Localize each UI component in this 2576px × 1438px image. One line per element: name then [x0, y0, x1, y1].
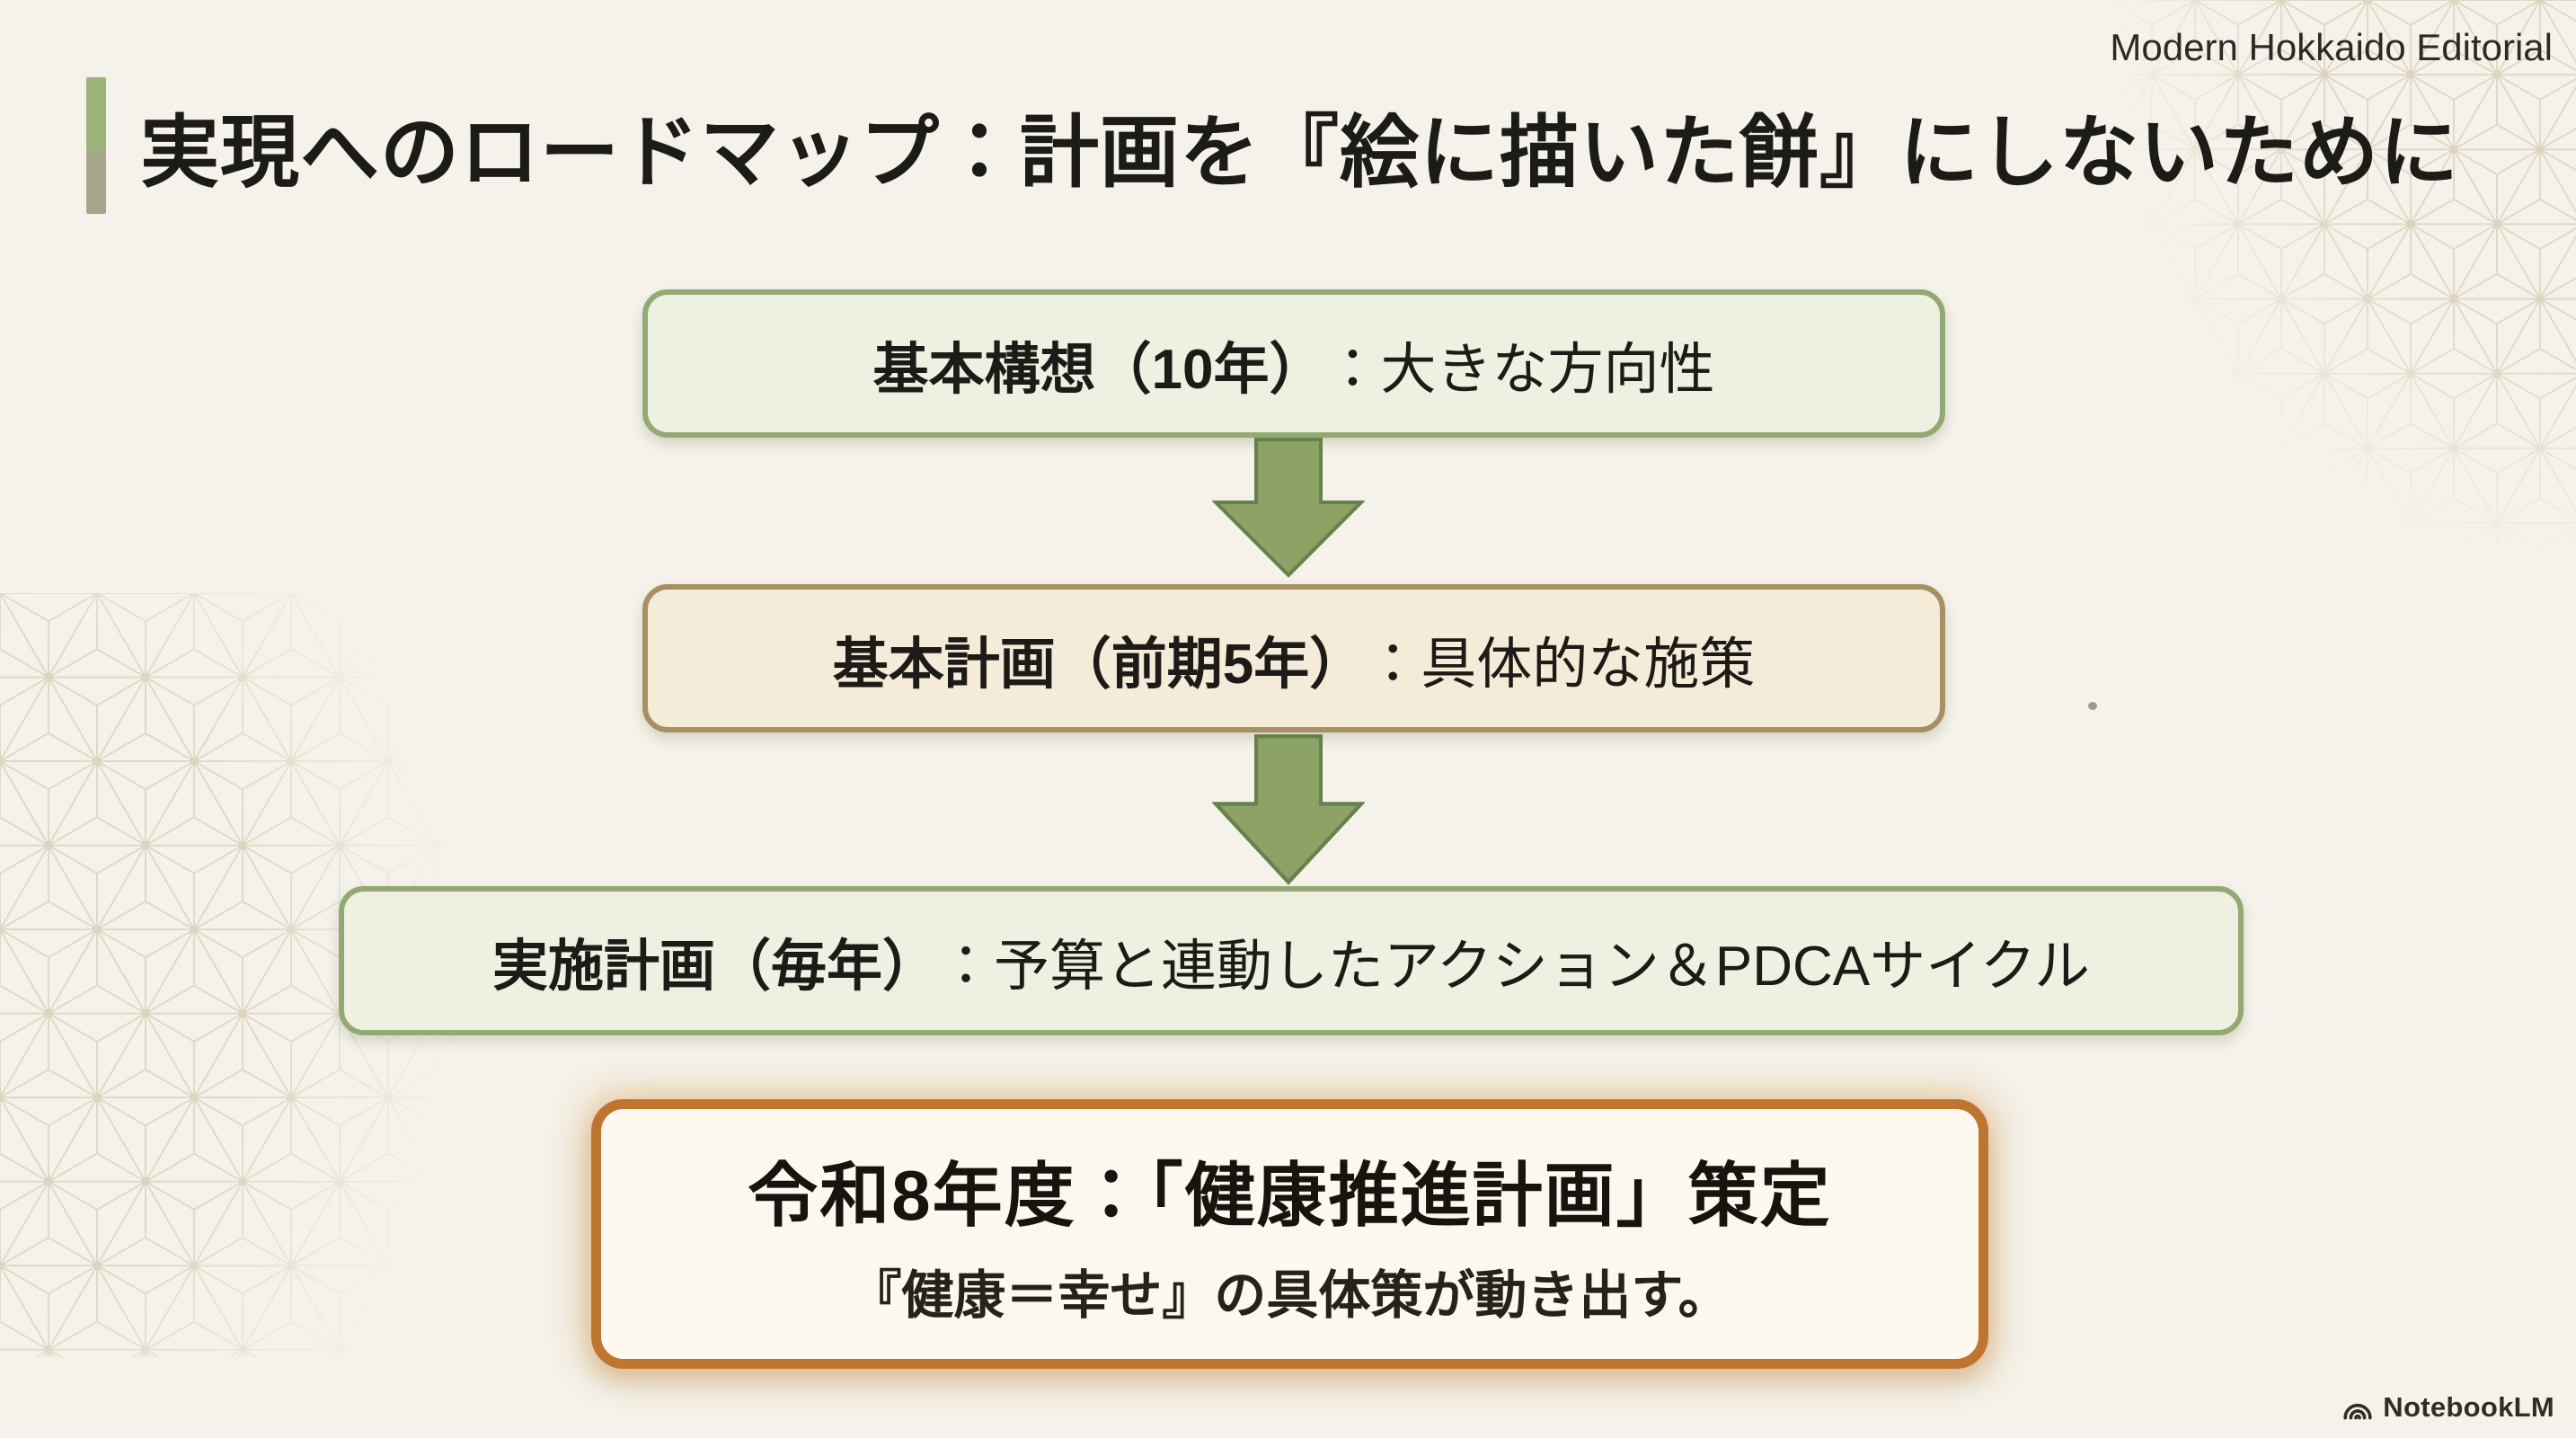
notebooklm-footer: NotebookLM	[2341, 1391, 2554, 1424]
paper-speck	[2088, 702, 2097, 710]
page-title: 実現へのロードマップ：計画を『絵に描いた餅』にしないために	[140, 107, 2460, 197]
step-label: 実施計画（毎年）	[491, 936, 938, 998]
step-description: ：具体的な施策	[1365, 633, 1756, 696]
step-label: 基本計画（前期5年）	[832, 633, 1366, 696]
slide-title-row: 実現へのロードマップ：計画を『絵に描いた餅』にしないために	[86, 77, 2459, 214]
highlight-subtext: 『健康＝幸せ』の具体策が動き出す。	[849, 1266, 1731, 1325]
arrow-down-icon	[1212, 734, 1365, 885]
highlight-heading: 令和8年度：「健康推進計画」策定	[748, 1156, 1832, 1235]
brand-top-right: Modern Hokkaido Editorial	[2110, 26, 2553, 68]
flow-step-basic-concept: 基本構想（10年）：大きな方向性	[642, 289, 1945, 438]
title-accent-bar	[86, 77, 106, 214]
step-description: ：予算と連動したアクション＆PDCAサイクル	[937, 936, 2091, 998]
step-label: 基本構想（10年）	[872, 338, 1325, 401]
flow-step-basic-plan: 基本計画（前期5年）：具体的な施策	[642, 584, 1945, 732]
flow-step-implementation-plan: 実施計画（毎年）：予算と連動したアクション＆PDCAサイクル	[339, 886, 2244, 1035]
highlight-box-health-plan: 令和8年度：「健康推進計画」策定 『健康＝幸せ』の具体策が動き出す。	[591, 1099, 1988, 1369]
arrow-down-icon	[1212, 438, 1365, 578]
step-description: ：大きな方向性	[1324, 338, 1715, 401]
notebooklm-icon	[2343, 1403, 2372, 1419]
notebooklm-label: NotebookLM	[2383, 1391, 2554, 1423]
